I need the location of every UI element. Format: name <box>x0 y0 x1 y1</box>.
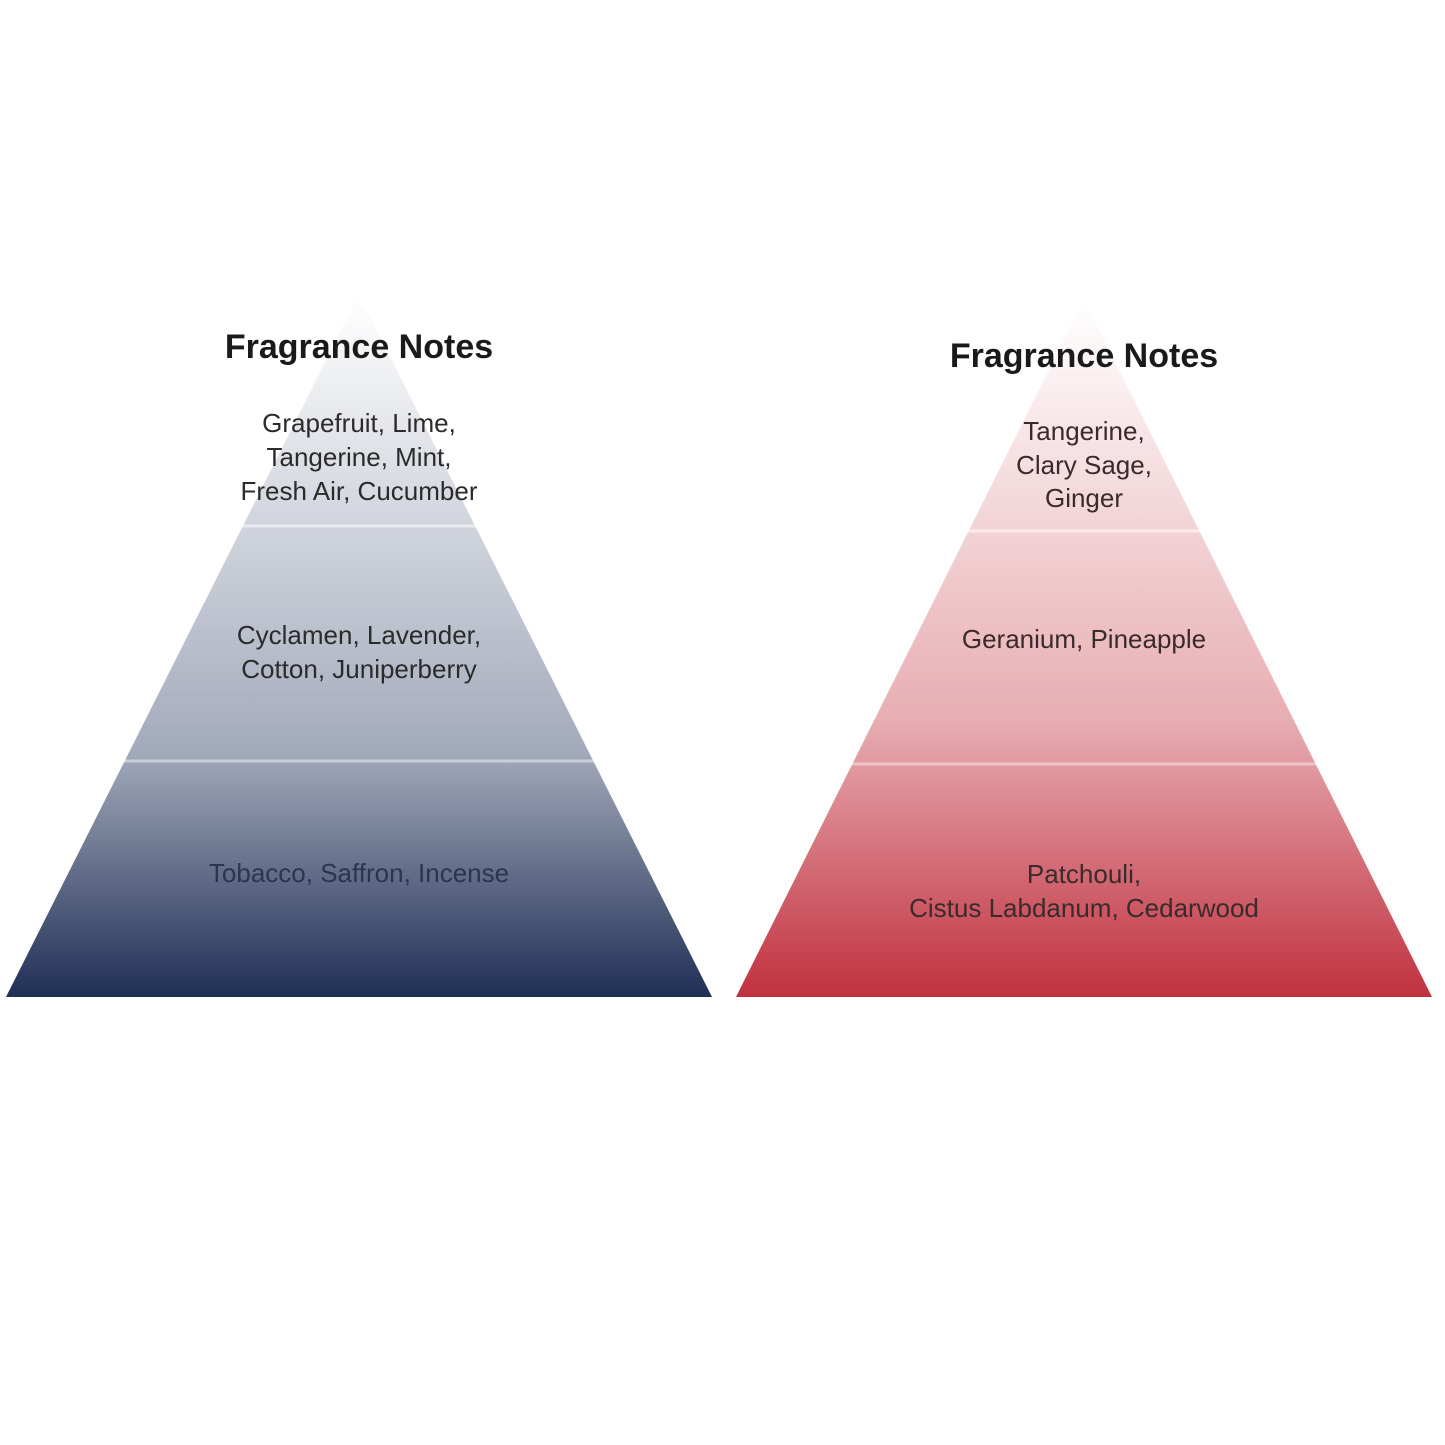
note-line: Tangerine, Mint, <box>267 442 452 472</box>
pyramid-right-title: Fragrance Notes <box>950 337 1218 375</box>
note-line: Fresh Air, Cucumber <box>241 476 478 506</box>
pyramid-right: Fragrance Notes Tangerine, Clary Sage, G… <box>736 300 1432 997</box>
note-line: Tobacco, Saffron, Incense <box>209 858 509 888</box>
pyramid-left-top-notes: Grapefruit, Lime, Tangerine, Mint, Fresh… <box>241 408 478 506</box>
pyramid-right-middle-notes: Geranium, Pineapple <box>962 624 1206 654</box>
pyramid-left-base-notes: Tobacco, Saffron, Incense <box>209 858 509 888</box>
note-line: Cistus Labdanum, Cedarwood <box>909 893 1259 923</box>
pyramid-right-base-notes: Patchouli, Cistus Labdanum, Cedarwood <box>909 859 1259 923</box>
pyramid-right-shape <box>736 300 1432 997</box>
pyramid-left-middle-notes: Cyclamen, Lavender, Cotton, Juniperberry <box>237 620 481 684</box>
note-line: Cotton, Juniperberry <box>241 654 477 684</box>
note-line: Cyclamen, Lavender, <box>237 620 481 650</box>
note-line: Ginger <box>1045 483 1123 513</box>
note-line: Geranium, Pineapple <box>962 624 1206 654</box>
pyramid-left-title: Fragrance Notes <box>225 328 493 366</box>
pyramid-left: Fragrance Notes Grapefruit, Lime, Tanger… <box>6 295 712 997</box>
pyramid-right-top-notes: Tangerine, Clary Sage, Ginger <box>1016 416 1152 513</box>
note-line: Patchouli, <box>1027 859 1141 889</box>
note-line: Grapefruit, Lime, <box>262 408 456 438</box>
pyramid-left-shape <box>6 295 712 997</box>
note-line: Clary Sage, <box>1016 450 1152 480</box>
note-line: Tangerine, <box>1023 416 1144 446</box>
